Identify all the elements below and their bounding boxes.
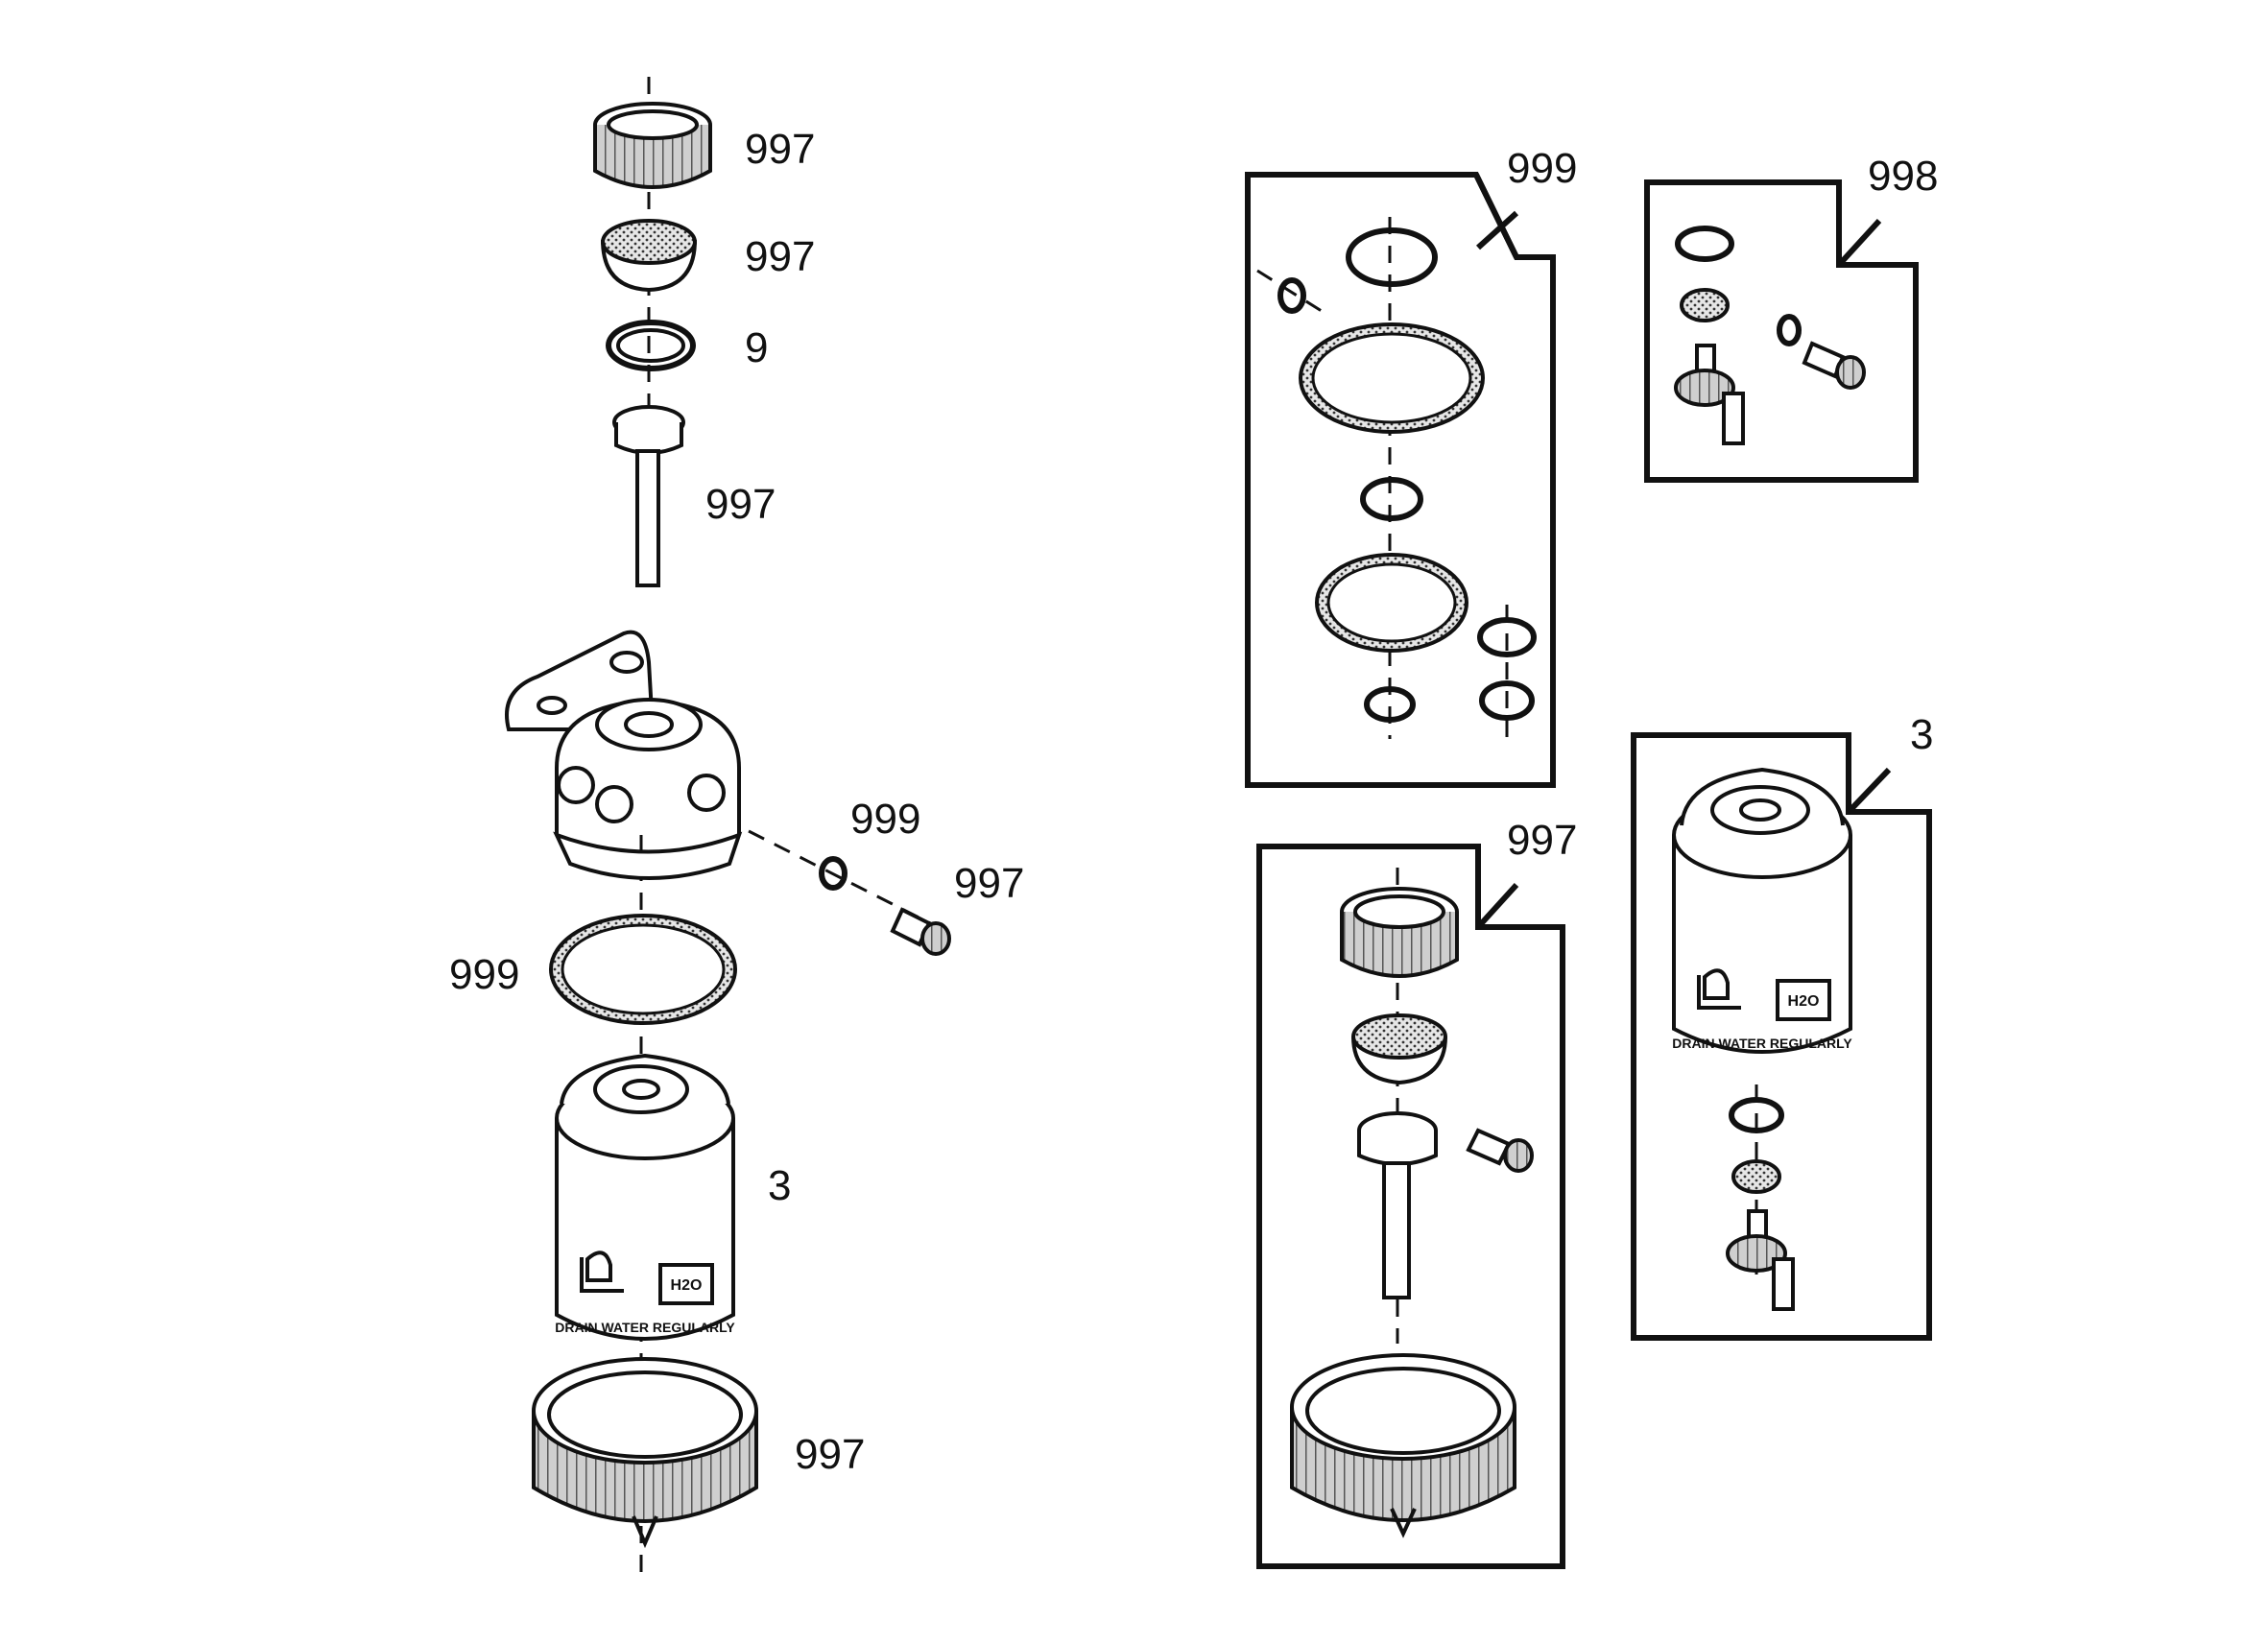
kit-service-pickup-tube [1357,1111,1438,1299]
kit-service-drain-screw [1466,1128,1534,1173]
kit-filter-water-symbol: H2O [1788,993,1820,1010]
kit-element-filter: H2O DRAIN WATER REGULARLY [1672,767,1852,1054]
strainer-part [601,219,697,293]
kit-element-oring [1729,1097,1784,1133]
filter-warning-text: DRAIN WATER REGULARLY [555,1320,735,1335]
main-assembly: 997 997 9 997 [449,77,1024,1574]
kit-element-seal [1731,1159,1781,1194]
callout-filter-element: 3 [768,1162,791,1209]
filter-water-symbol: H2O [671,1277,703,1294]
kit-drain-oring [1675,226,1734,262]
callout-pickup-tube: 997 [705,481,776,528]
callout-strainer: 997 [745,233,815,280]
callout-o-ring: 9 [745,324,768,371]
filter-element-part: H2O DRAIN WATER REGULARLY [555,1053,735,1341]
o-ring-part [606,320,696,371]
filter-head-part [505,630,743,880]
bowl-ring-part [532,1357,758,1549]
kit-element-panel: 3 H2O DRAIN WATER REGULARLY [1631,711,1933,1341]
kit-seals-panel: 999 [1245,145,1577,788]
callout-cap-ring: 997 [745,126,815,173]
drain-washer-part [819,856,848,891]
kit-seal-oring-small [1346,227,1438,287]
kit-drain-screw [1802,341,1866,390]
kit-seal-oring-right-lower [1479,680,1535,721]
kit-service-strainer [1351,1013,1447,1085]
callout-kit-drain: 998 [1868,153,1938,200]
drain-screw-part [890,907,951,956]
kit-seal-oring-mid [1360,477,1423,521]
kit-seal-washer [1277,277,1306,314]
pickup-tube-part [612,405,685,587]
kit-service-cap-ring [1340,887,1459,978]
kit-seal-oring-bottom [1364,686,1416,723]
callout-bowl-ring: 997 [795,1431,865,1478]
kit-drain-panel: 998 [1644,153,1938,483]
callout-kit-element: 3 [1910,711,1933,758]
callout-drain-screw: 997 [954,860,1024,907]
head-gasket-part [549,914,737,1025]
cap-ring-part [593,102,712,189]
kit-drain-seal [1680,288,1730,322]
callout-kit-service: 997 [1507,817,1577,864]
kit-element-drain-valve [1726,1209,1795,1311]
kit-service-panel: 997 [1256,817,1577,1569]
kit-drain-valve [1674,344,1745,445]
callout-head-gasket: 999 [449,951,519,998]
callout-kit-seals: 999 [1507,145,1577,192]
callout-drain-washer: 999 [850,796,920,843]
kit-service-bowl-ring [1290,1353,1516,1538]
kit-filter-warning-text: DRAIN WATER REGULARLY [1672,1036,1852,1051]
kit-seal-oring-right-upper [1477,617,1537,657]
kit-drain-washer [1777,314,1802,346]
